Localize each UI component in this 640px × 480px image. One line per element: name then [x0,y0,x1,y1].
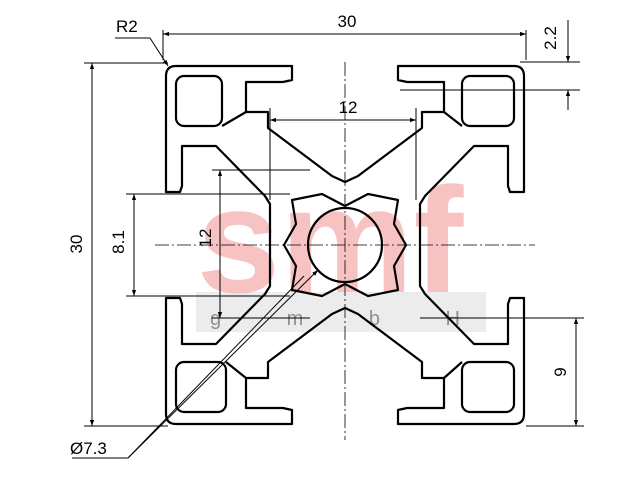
dimension-lines [72,20,584,459]
dimension-labels: R2 30 2.2 12 30 8.1 12 9 Ø7.3 [67,12,570,458]
center-lines [155,62,535,440]
label-slot-depth: 2.2 [541,26,560,50]
label-bore-diameter: Ø7.3 [70,439,107,458]
label-bottom-right: 9 [551,367,570,376]
watermark: smf g m b H [196,156,490,332]
label-radius: R2 [116,17,138,36]
label-core-height: 12 [196,229,215,248]
watermark-band [196,292,486,332]
watermark-subtext: g m b H [210,308,490,330]
label-height-left: 30 [67,235,86,254]
label-width-top: 30 [338,12,357,31]
profile-outline [164,64,526,426]
watermark-logo: smf [197,156,465,324]
label-slot-width: 12 [339,98,358,117]
label-slot-opening: 8.1 [109,230,128,254]
